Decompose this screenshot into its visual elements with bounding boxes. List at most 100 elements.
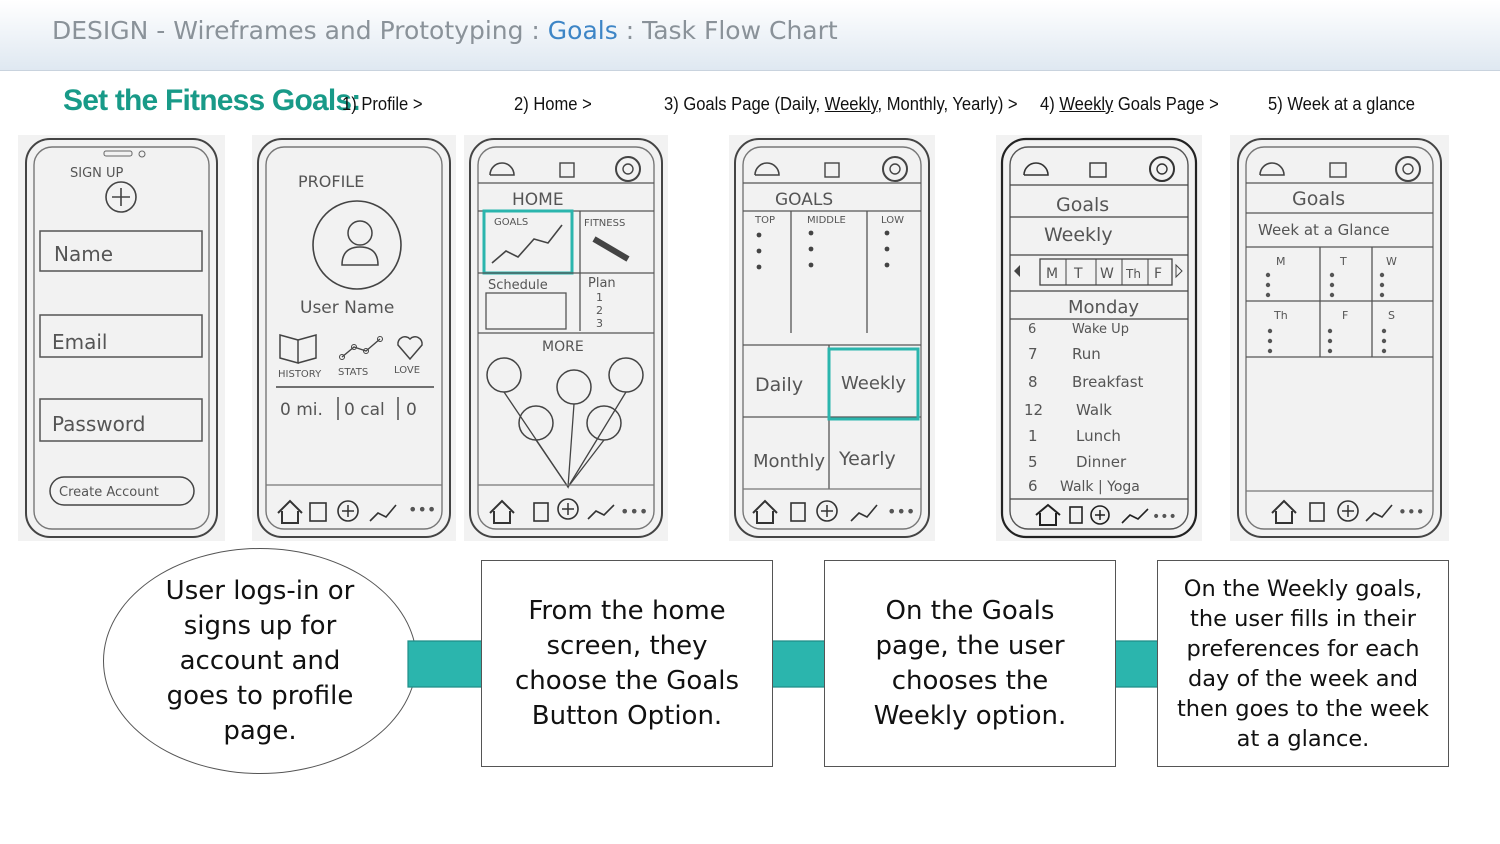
home-nav-icon[interactable] [752, 499, 778, 524]
gear-icon[interactable] [615, 156, 641, 182]
flow-start-ellipse: User logs-in or signs up for account and… [103, 548, 417, 774]
bell-icon[interactable] [489, 162, 515, 176]
home-title: HOME [512, 190, 564, 210]
monthly-option[interactable]: Monthly [753, 451, 825, 472]
home-nav-icon[interactable] [1271, 499, 1297, 524]
day-tab-w[interactable]: W [1100, 266, 1114, 282]
flow-box-3-text: On the Weekly goals, the user fills in t… [1176, 575, 1430, 752]
trend-icon[interactable] [369, 504, 397, 522]
title-suffix: : Task Flow Chart [617, 16, 838, 45]
password-field[interactable] [39, 398, 203, 442]
schedule-box[interactable] [485, 292, 567, 330]
add-nav-icon[interactable] [557, 498, 579, 520]
user-icon [347, 220, 373, 246]
list-item-activity: Breakfast [1072, 373, 1144, 391]
flow-box-1-text: From the home screen, they choose the Go… [514, 595, 740, 731]
day-selector[interactable] [1039, 258, 1173, 286]
stats-label: STATS [338, 367, 368, 378]
clipboard-icon[interactable] [824, 162, 840, 178]
email-field[interactable] [39, 314, 203, 358]
step4-pre: 4) [1040, 94, 1060, 114]
trend-nav-icon[interactable] [1365, 504, 1393, 522]
weekly-option-label: Weekly [841, 373, 906, 394]
more-icon[interactable]: ••• [408, 500, 436, 519]
day-tab-th[interactable]: Th [1125, 267, 1141, 281]
add-icon[interactable] [337, 500, 359, 522]
more-nav-icon[interactable]: ••• [1398, 503, 1425, 521]
glance-subtitle: Week at a Glance [1258, 221, 1390, 239]
trend-nav-icon[interactable] [587, 504, 615, 520]
step4-underlined: Weekly [1059, 94, 1114, 114]
header-bar: DESIGN - Wireframes and Prototyping : Go… [0, 0, 1500, 71]
more-nav-icon[interactable]: ••• [887, 502, 915, 521]
clipboard-icon[interactable] [1329, 162, 1347, 178]
step-label-week-glance: 5) Week at a glance [1268, 94, 1415, 114]
wireframe-weekly: Goals Weekly M T W Th F Monday 6 Wake Up… [996, 135, 1202, 541]
gear-icon[interactable] [1149, 156, 1175, 182]
next-day-icon[interactable] [1175, 263, 1183, 279]
calendar-nav-icon[interactable] [1069, 506, 1083, 524]
flow-box-1: From the home screen, they choose the Go… [481, 560, 773, 767]
list-item-time: 12 [1024, 401, 1043, 419]
weekly-subtitle: Weekly [1044, 224, 1113, 246]
miles-stat: 0 mi. [280, 400, 323, 420]
home-nav-icon[interactable] [489, 499, 515, 524]
prev-day-icon[interactable] [1014, 265, 1020, 277]
glance-day-w: W [1386, 255, 1397, 268]
schedule-list: 6 Wake Up 7 Run 8 Breakfast 12 Walk 1 Lu… [1024, 322, 1144, 495]
glance-title: Goals [1292, 188, 1345, 210]
yearly-option[interactable]: Yearly [838, 448, 896, 470]
low-column-label: LOW [881, 215, 904, 226]
day-tab-m[interactable]: M [1046, 266, 1058, 282]
fitness-label: FITNESS [584, 218, 625, 229]
list-item-activity: Wake Up [1072, 322, 1129, 337]
avatar [312, 200, 402, 290]
trend-nav-icon[interactable] [1121, 508, 1149, 524]
more-nav-icon[interactable]: ••• [620, 502, 648, 521]
glance-day-t: T [1339, 255, 1347, 268]
heart-icon [397, 336, 423, 361]
add-nav-icon[interactable] [1337, 500, 1359, 522]
more-nav-icon[interactable]: ••• [1152, 509, 1177, 525]
gear-icon[interactable] [1395, 156, 1421, 182]
weekly-option[interactable] [827, 347, 920, 421]
daily-option[interactable]: Daily [755, 374, 803, 396]
add-nav-icon[interactable] [1090, 505, 1110, 525]
day-heading: Monday [1068, 297, 1139, 318]
name-placeholder: Name [54, 242, 113, 266]
clipboard-icon[interactable] [1089, 162, 1107, 178]
step3-underlined: Weekly [824, 94, 878, 114]
title-highlight: Goals [547, 16, 618, 45]
home-icon[interactable] [277, 499, 303, 524]
add-nav-icon[interactable] [816, 500, 838, 522]
list-item-time: 5 [1028, 453, 1038, 471]
top-column-label: TOP [754, 215, 775, 226]
calendar-nav-icon[interactable] [533, 502, 549, 522]
plan-item-3: 3 [596, 317, 603, 330]
glance-day-s: S [1388, 309, 1395, 322]
trend-nav-icon[interactable] [850, 504, 878, 522]
calendar-nav-icon[interactable] [790, 502, 806, 522]
weekly-goals-title: Goals [1056, 194, 1109, 216]
day-tab-t[interactable]: T [1073, 266, 1083, 282]
calorie-stat: 0 cal [344, 400, 385, 420]
home-nav-icon[interactable] [1035, 503, 1061, 526]
wireframe-profile: PROFILE User Name HISTORY STATS LOVE 0 m… [252, 135, 456, 541]
bell-icon[interactable] [1023, 162, 1049, 176]
middle-column-label: MIDDLE [807, 215, 846, 226]
list-item-activity: Dinner [1076, 453, 1127, 471]
stats-icon [341, 338, 381, 358]
name-field[interactable] [39, 230, 203, 272]
bell-icon[interactable] [754, 162, 780, 176]
glance-day-th: Th [1273, 309, 1288, 322]
create-account-button[interactable] [49, 476, 195, 506]
add-photo-icon [105, 181, 137, 213]
flow-box-3: On the Weekly goals, the user fills in t… [1157, 560, 1449, 767]
day-tab-f[interactable]: F [1154, 266, 1162, 282]
list-item-time: 8 [1028, 373, 1038, 391]
clipboard-icon[interactable] [559, 162, 575, 178]
gear-icon[interactable] [882, 156, 908, 182]
bell-icon[interactable] [1259, 162, 1285, 176]
calendar-nav-icon[interactable] [1309, 502, 1325, 522]
calendar-icon[interactable] [309, 502, 327, 522]
